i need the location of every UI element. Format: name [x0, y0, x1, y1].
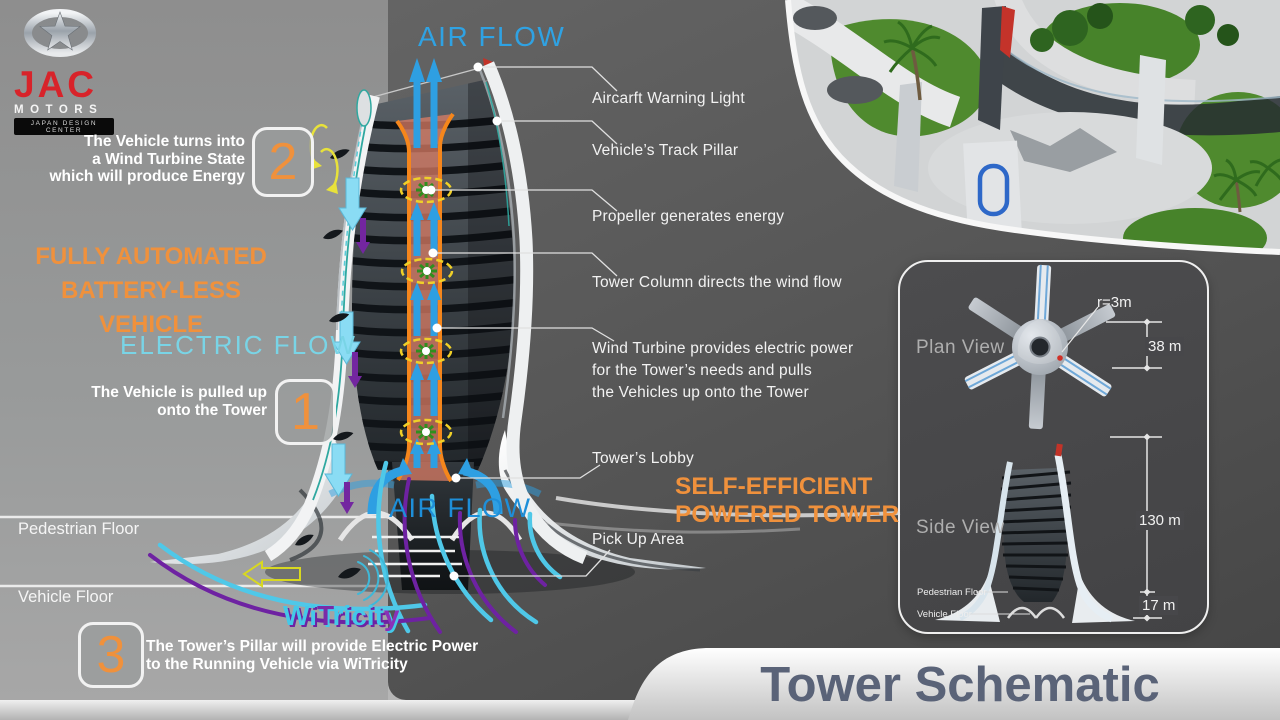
page-title: Tower Schematic [760, 658, 1160, 712]
sideview-pedestrian-label: Pedestrian Floor [917, 587, 987, 598]
star-icon [39, 11, 81, 51]
brand-name: JAC [14, 64, 98, 105]
callout-propeller: Propeller generates energy [592, 208, 785, 225]
step-2-text: The Vehicle turns into a Wind Turbine St… [49, 133, 245, 185]
step-3-number: 3 [96, 626, 126, 684]
step-1-number: 1 [291, 383, 320, 441]
grass-patch [1123, 208, 1267, 252]
callout-wind-turbine: Wind Turbine provides electric power for… [592, 340, 854, 401]
step-2-number: 2 [268, 133, 298, 191]
palm-trees [883, 20, 1280, 213]
callout-pickup-area: Pick Up Area [592, 531, 684, 548]
deck-mark [1010, 128, 1117, 172]
jac-logo: JAC MOTORS JAPAN DESIGN CENTER [14, 8, 134, 135]
dim-38m-label: 38 m [1145, 337, 1185, 356]
callout-tower-column: Tower Column directs the wind flow [592, 274, 842, 291]
glass-facade [983, 30, 1280, 136]
title-band [628, 648, 1280, 720]
pillar-white [894, 82, 922, 192]
brand-sub: MOTORS [14, 104, 104, 116]
side-view-label: Side View [916, 517, 1005, 538]
step-2-badge: 2 [252, 127, 314, 197]
red-flag [1000, 6, 1015, 58]
step-1-badge: 1 [275, 379, 336, 445]
step-1-text: The Vehicle is pulled up onto the Tower [91, 384, 267, 419]
building-render-image [785, 0, 1280, 255]
trees [1030, 3, 1239, 52]
battery-less-headline: FULLY AUTOMATED BATTERY-LESS VEHICLE [35, 243, 267, 338]
pedestrian-floor-label: Pedestrian Floor [18, 520, 140, 538]
step-3-badge: 3 [78, 622, 144, 688]
pillar-white [1136, 55, 1166, 165]
witricity-label: WiTricity [283, 600, 400, 631]
air-flow-top-label: AIR FLOW [418, 21, 566, 52]
step-3-text: The Tower’s Pillar will provide Electric… [146, 638, 479, 673]
render-pond [793, 6, 837, 30]
brand-tagline: JAPAN DESIGN CENTER [14, 118, 114, 135]
render-pond [827, 76, 883, 104]
self-efficient-headline: SELF-EFFICIENT POWERED TOWER [675, 473, 900, 528]
plan-view-label: Plan View [916, 337, 1005, 358]
dim-130m-label: 130 m [1136, 511, 1184, 530]
specs-panel [898, 260, 1209, 634]
jac-star-emblem [24, 9, 96, 57]
callout-warning-light: Aircarft Warning Light [592, 90, 745, 107]
render-border-edge [785, 0, 1280, 255]
blue-ring [977, 163, 1010, 217]
radius-dimension-label: r=3m [1097, 294, 1132, 311]
callout-track-pillar: Vehicle’s Track Pillar [592, 142, 739, 159]
glass-edge [984, 31, 1280, 103]
entry-pillar [963, 140, 1023, 252]
dim-17m-label: 17 m [1139, 596, 1179, 615]
callout-lobby: Tower’s Lobby [592, 450, 694, 467]
air-flow-bottom-label: AIR FLOW [389, 493, 532, 523]
sideview-vehicle-label: Vehicle Floor [917, 609, 972, 620]
pillar-dark [978, 6, 1006, 130]
vehicle-floor-label: Vehicle Floor [18, 588, 114, 606]
